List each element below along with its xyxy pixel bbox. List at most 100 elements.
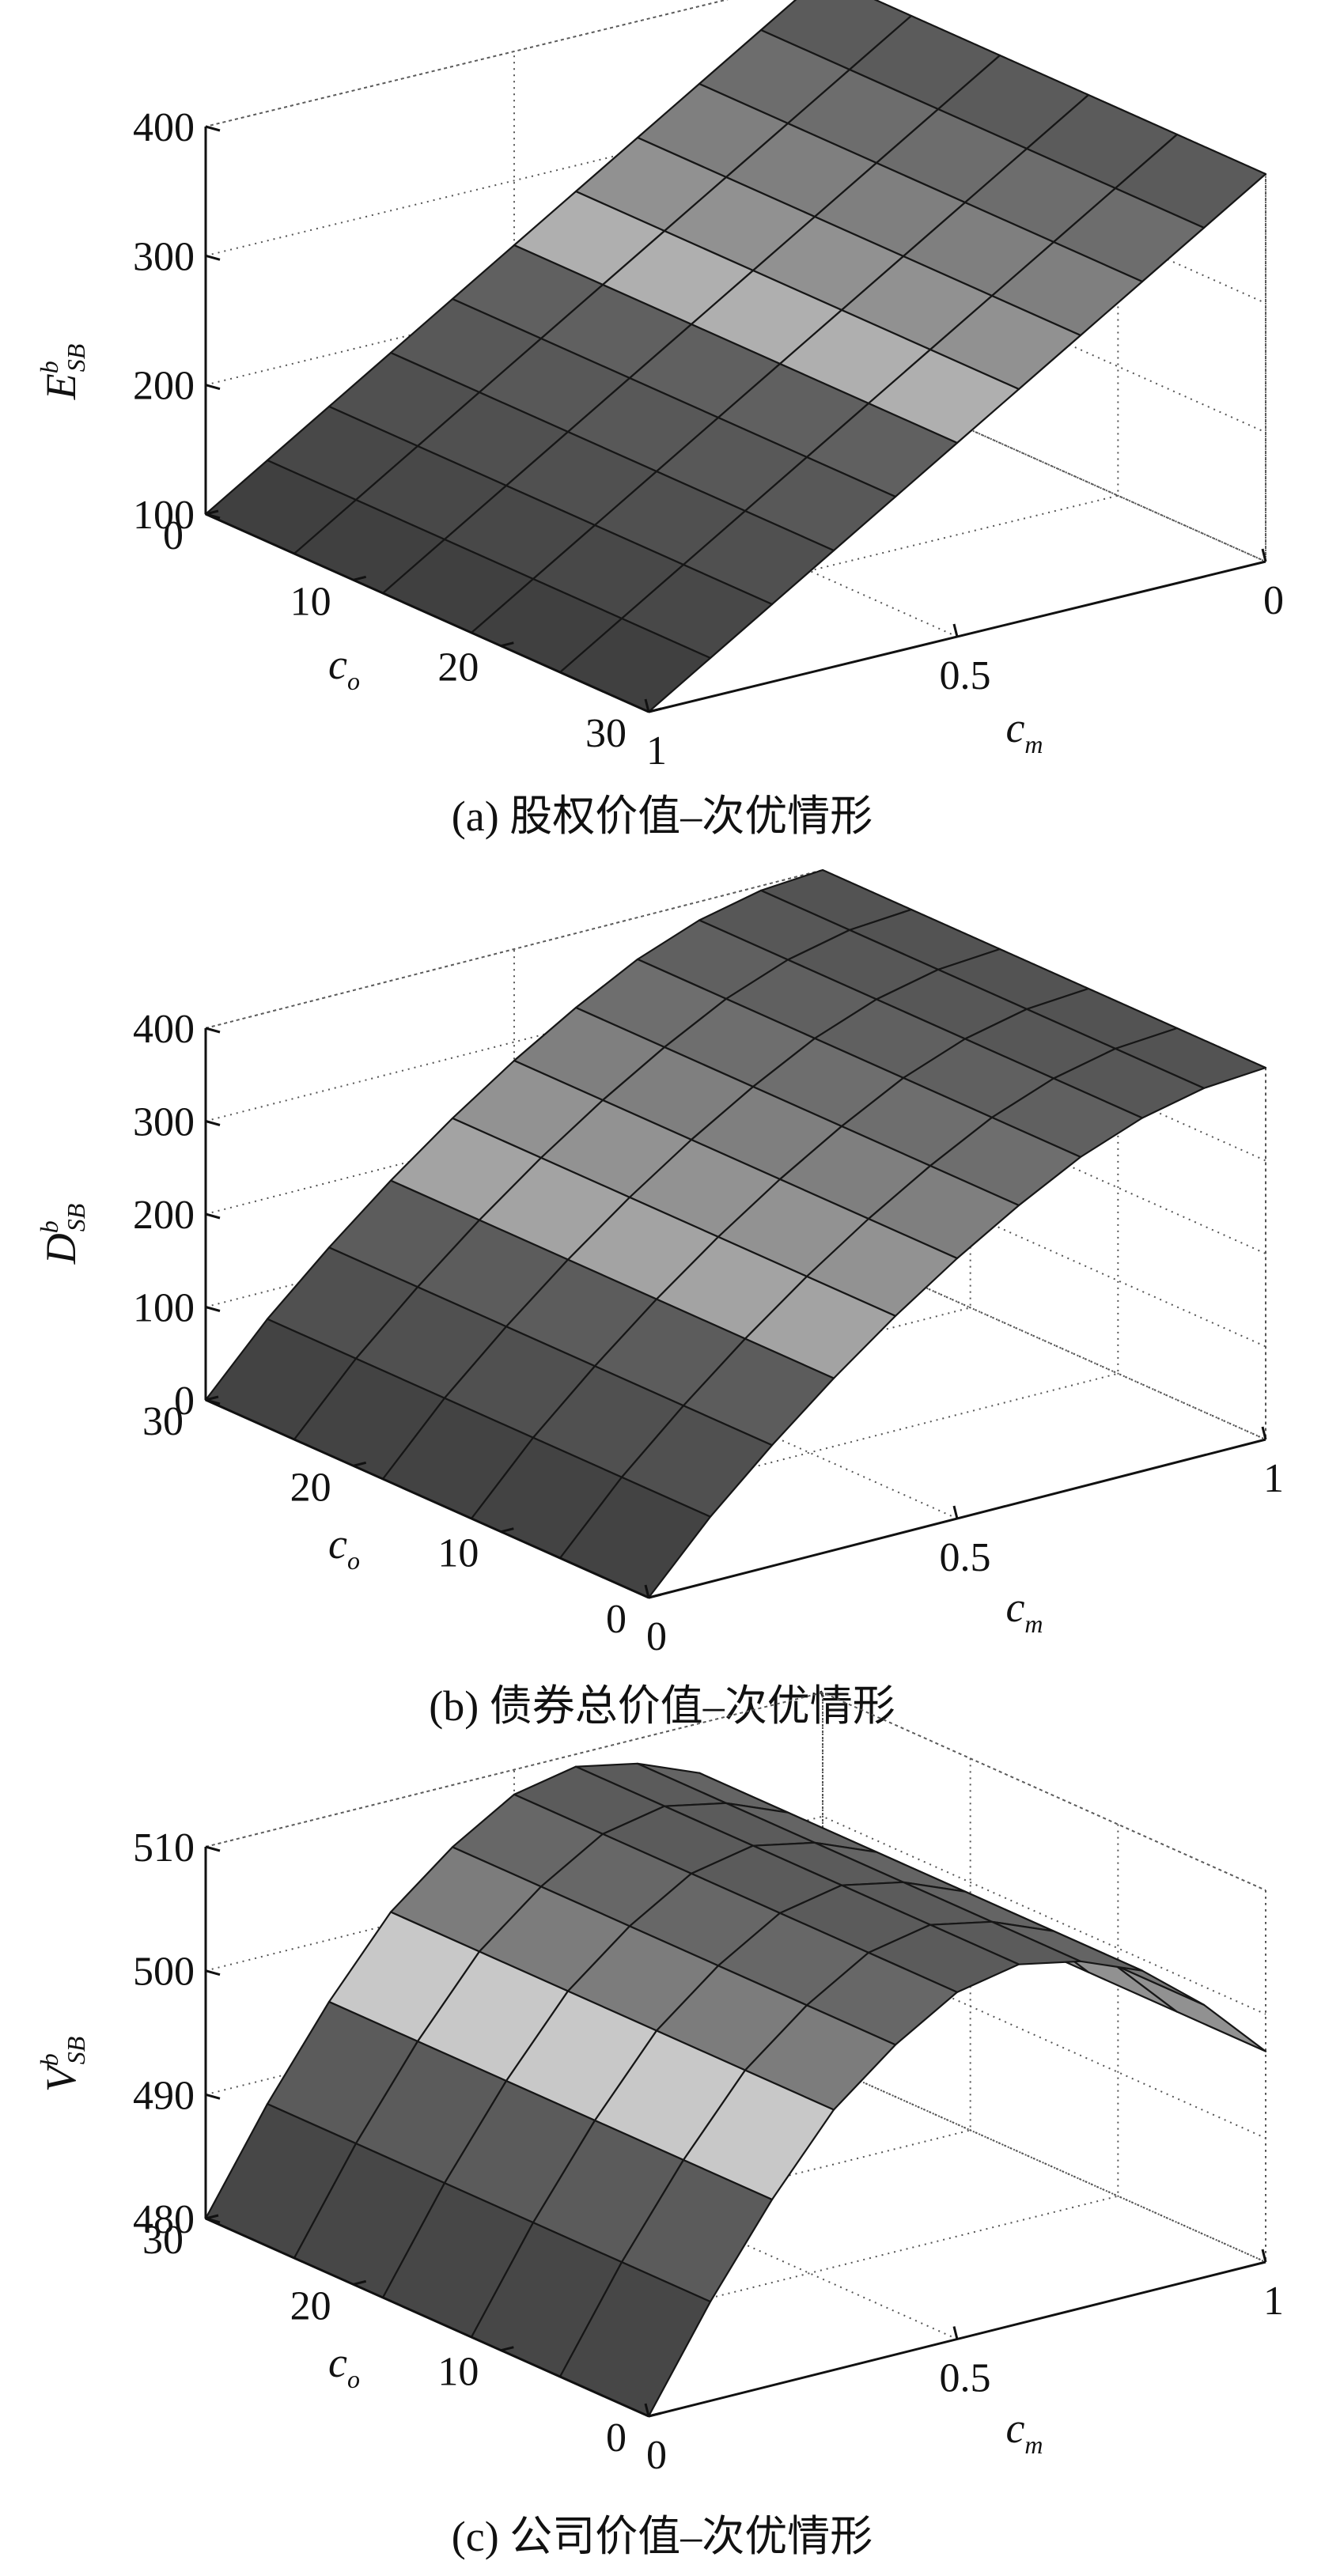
- z-tick-label: 490: [133, 2073, 195, 2118]
- y-tick-label: 0: [606, 1597, 627, 1642]
- z-tick: [205, 254, 221, 261]
- z-axis-label-main: V: [37, 2061, 85, 2092]
- z-tick-label: 500: [133, 1950, 195, 1995]
- y-tick-label: 30: [585, 711, 627, 756]
- z-axis-label: DbSB: [35, 1204, 90, 1265]
- z-axis-label-sup: b: [35, 2053, 63, 2066]
- z-axis-label-sup: b: [35, 361, 63, 373]
- y-tick-label: 20: [290, 2283, 331, 2328]
- surface-mesh: [204, 868, 1267, 1599]
- x-tick-label: 1: [1263, 1456, 1284, 1501]
- z-tick-label: 0: [174, 1379, 195, 1424]
- y-tick: [500, 1527, 514, 1534]
- y-gridline: [648, 174, 1266, 713]
- figure-caption: (b) 债券总价值–次优情形: [429, 1682, 895, 1730]
- z-tick: [205, 1027, 221, 1034]
- x-tick: [1261, 2249, 1267, 2263]
- z-tick: [205, 1212, 221, 1220]
- x-tick-label: 0: [646, 2433, 667, 2478]
- y-tick: [353, 575, 367, 581]
- z-tick-label: 100: [133, 1286, 195, 1331]
- x-tick: [952, 2326, 959, 2340]
- y-axis-label-main: c: [328, 641, 347, 688]
- x-tick-label: 1: [1263, 2279, 1284, 2324]
- y-tick-label: 10: [437, 2350, 479, 2395]
- z-axis-label-sub: SB: [62, 344, 90, 373]
- z-tick: [205, 1306, 221, 1312]
- y-tick-label: 20: [290, 1465, 331, 1510]
- x-tick-label: 0.5: [940, 1535, 991, 1580]
- z-tick: [205, 1969, 221, 1976]
- z-tick-label: 200: [133, 364, 195, 409]
- z-tick: [205, 125, 221, 132]
- y-tick: [648, 2411, 662, 2418]
- z-tick-label: 300: [133, 1100, 195, 1145]
- y-axis-line: [205, 513, 649, 713]
- z-axis-label: VbSB: [35, 2037, 90, 2093]
- y-tick: [353, 2279, 367, 2286]
- z-tick: [205, 2217, 221, 2224]
- y-tick: [500, 2346, 514, 2352]
- figure-caption: (c) 公司价值–次优情形: [452, 2513, 873, 2560]
- y-tick-label: 30: [142, 2218, 184, 2263]
- x-tick: [644, 2403, 650, 2417]
- z-tick-label: 400: [133, 1007, 195, 1052]
- surface-patch: [1114, 1964, 1267, 2052]
- z-axis-label-sup: b: [35, 1220, 63, 1233]
- x-tick: [952, 1505, 959, 1519]
- y-axis-label: co: [328, 641, 360, 695]
- y-tick: [648, 707, 662, 713]
- x-tick-label: 0: [646, 1614, 667, 1659]
- y-tick: [500, 641, 514, 648]
- z-tick-label: 300: [133, 234, 195, 279]
- y-axis-label-sub: o: [347, 667, 360, 695]
- z-axis-label-sub: SB: [62, 2037, 90, 2065]
- surface-mesh: [204, 1762, 1267, 2418]
- y-axis-line: [205, 1398, 649, 1599]
- y-tick: [353, 1461, 367, 1467]
- x-axis-label-main: c: [1005, 704, 1024, 751]
- surface-mesh: [204, 0, 1267, 713]
- figure-caption: (a) 股权价值–次优情形: [452, 792, 873, 840]
- z-tick-label: 100: [133, 493, 195, 538]
- x-axis-label-sub: m: [1024, 730, 1043, 758]
- x-axis-label-main: c: [1005, 1583, 1024, 1631]
- z-tick-label: 510: [133, 1825, 195, 1871]
- z-tick: [205, 1398, 221, 1405]
- x-tick-label: 1: [646, 728, 667, 774]
- y-axis-label-sub: o: [347, 2365, 360, 2393]
- x-axis-label: cm: [1005, 2404, 1043, 2459]
- x-axis-label: cm: [1005, 704, 1043, 758]
- y-axis-label: co: [328, 1520, 360, 1575]
- x-tick-label: 0: [1263, 578, 1284, 623]
- x-tick: [1261, 1426, 1267, 1440]
- x-tick: [1261, 548, 1267, 562]
- y-tick: [205, 1395, 219, 1401]
- y-tick-label: 10: [437, 1531, 479, 1576]
- y-tick-label: 0: [606, 2415, 627, 2461]
- y-axis-label: co: [328, 2339, 360, 2393]
- x-axis-label-main: c: [1005, 2404, 1024, 2452]
- x-axis-label-sub: m: [1024, 2430, 1043, 2459]
- z-tick: [205, 513, 221, 520]
- z-axis-label: EbSB: [35, 344, 90, 401]
- y-axis-label-main: c: [328, 1520, 347, 1568]
- y-tick: [205, 2214, 219, 2220]
- y-tick-label: 0: [163, 513, 184, 558]
- z-axis-label-main: D: [37, 1233, 85, 1265]
- y-tick-label: 20: [437, 645, 479, 690]
- y-tick-label: 10: [290, 579, 331, 624]
- z-tick: [205, 1845, 221, 1852]
- z-tick-label: 400: [133, 105, 195, 150]
- y-tick: [648, 1593, 662, 1599]
- x-axis-label-sub: m: [1024, 1610, 1043, 1638]
- y-axis-label-sub: o: [347, 1546, 360, 1575]
- z-tick: [205, 2093, 221, 2100]
- x-axis-label: cm: [1005, 1583, 1043, 1638]
- z-tick-label: 480: [133, 2197, 195, 2242]
- x-tick: [952, 623, 959, 637]
